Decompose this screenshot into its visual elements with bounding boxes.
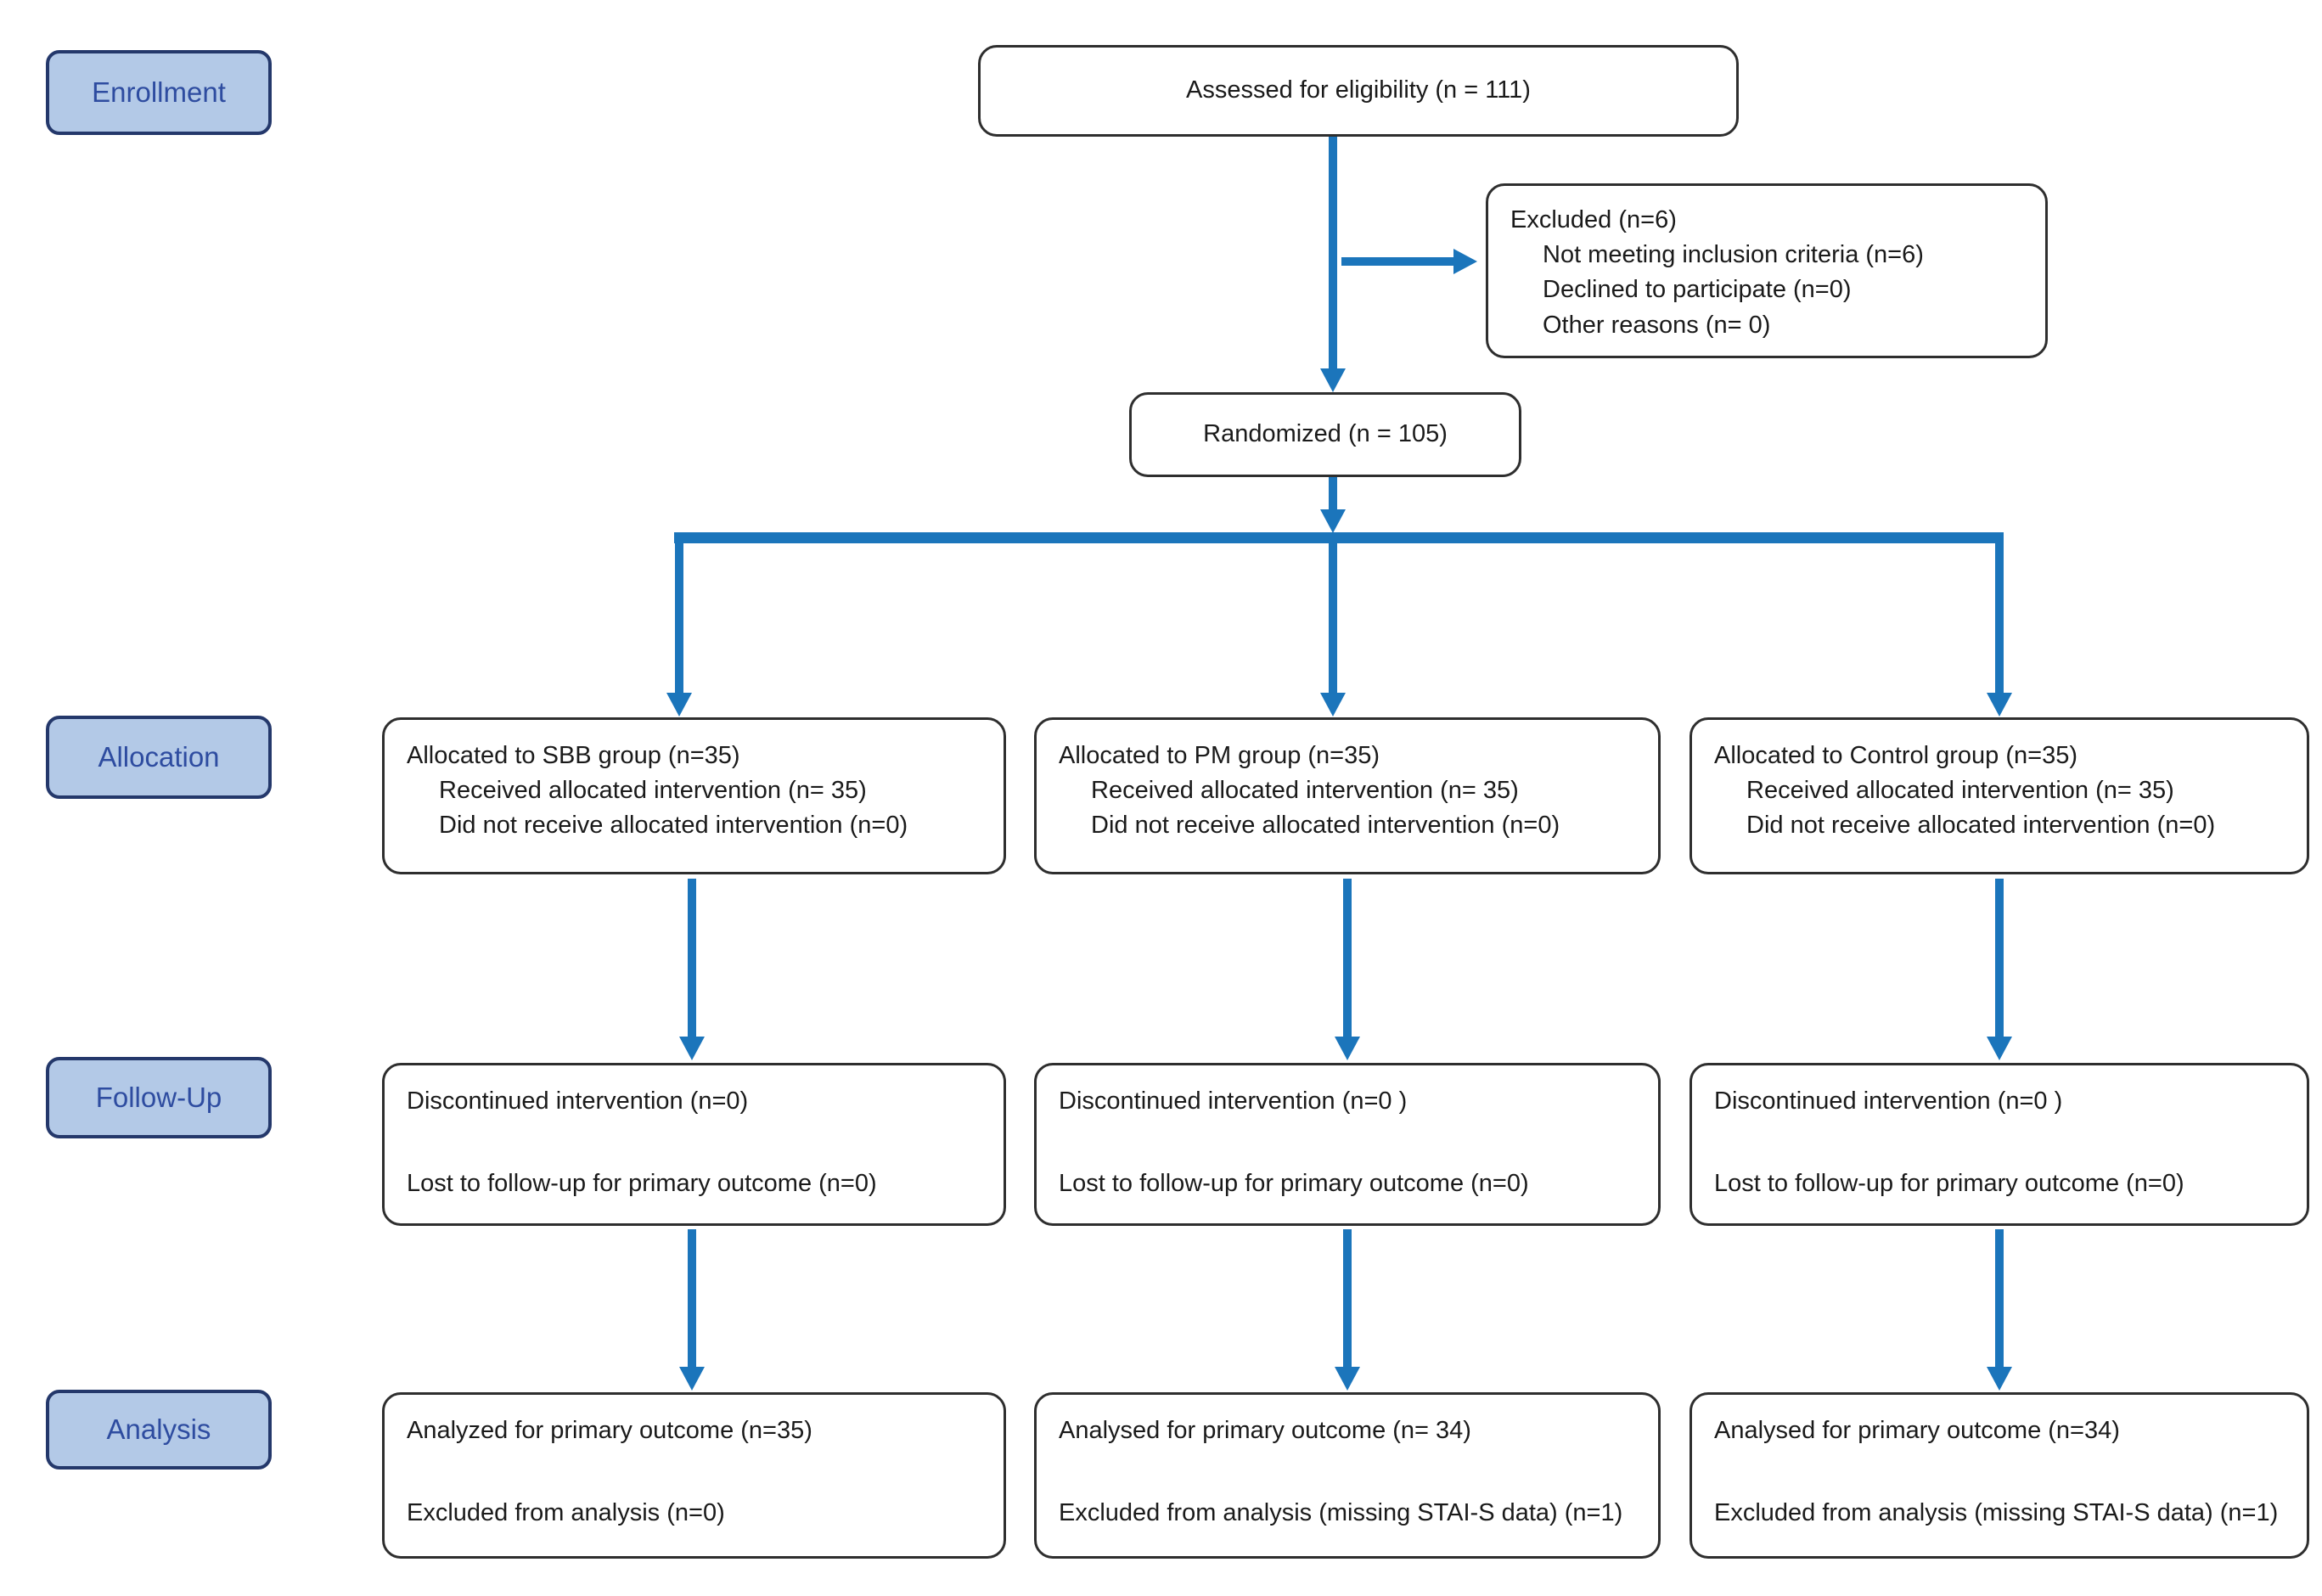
arrow-pm-to-analysis-head — [1335, 1367, 1360, 1391]
arrow-to-excluded-head — [1453, 249, 1477, 274]
arrow-bar-to-pm-head — [1320, 693, 1346, 717]
arrow-pm-to-followup-head — [1335, 1037, 1360, 1060]
excluded-item: Not meeting inclusion criteria (n=6) — [1543, 241, 1924, 269]
box-allocation-control: Allocated to Control group (n=35) Receiv… — [1689, 717, 2309, 874]
allocation-sbb-item: Did not receive allocated intervention (… — [439, 812, 908, 840]
arrow-assessed-to-randomized-line — [1329, 137, 1337, 369]
stage-label-enrollment: Enrollment — [46, 50, 272, 135]
stage-label-allocation: Allocation — [46, 716, 272, 799]
followup-sbb-line1: Discontinued intervention (n=0) — [407, 1087, 749, 1115]
arrow-randomized-to-bar-line — [1329, 477, 1337, 511]
followup-pm-line2: Lost to follow-up for primary outcome (n… — [1059, 1170, 1529, 1198]
arrow-sbb-to-analysis-head — [679, 1367, 705, 1391]
branch-bar — [674, 532, 2004, 543]
followup-control-line2: Lost to follow-up for primary outcome (n… — [1714, 1170, 2184, 1198]
box-analysis-sbb: Analyzed for primary outcome (n=35) Excl… — [382, 1392, 1006, 1559]
arrow-randomized-to-bar-head — [1320, 509, 1346, 533]
analysis-sbb-line2: Excluded from analysis (n=0) — [407, 1499, 725, 1527]
box-followup-pm: Discontinued intervention (n=0 ) Lost to… — [1034, 1063, 1661, 1226]
box-followup-sbb: Discontinued intervention (n=0) Lost to … — [382, 1063, 1006, 1226]
box-allocation-sbb: Allocated to SBB group (n=35) Received a… — [382, 717, 1006, 874]
allocation-control-item: Received allocated intervention (n= 35) — [1746, 777, 2174, 805]
arrow-control-to-followup-line — [1995, 879, 2004, 1038]
allocation-pm-item: Did not receive allocated intervention (… — [1091, 812, 1560, 840]
arrow-bar-to-control-head — [1987, 693, 2012, 717]
arrow-sbb-to-followup-line — [688, 879, 696, 1038]
box-allocation-pm: Allocated to PM group (n=35) Received al… — [1034, 717, 1661, 874]
allocation-sbb-item: Received allocated intervention (n= 35) — [439, 777, 867, 805]
arrow-control-to-analysis-line — [1995, 1229, 2004, 1368]
box-analysis-control: Analysed for primary outcome (n=34) Excl… — [1689, 1392, 2309, 1559]
box-excluded: Excluded (n=6) Not meeting inclusion cri… — [1486, 183, 2048, 358]
excluded-item: Other reasons (n= 0) — [1543, 311, 1771, 339]
arrow-to-excluded-line — [1341, 257, 1455, 266]
arrow-assessed-to-randomized-head — [1320, 368, 1346, 392]
arrow-control-to-analysis-head — [1987, 1367, 2012, 1391]
analysis-pm-line2: Excluded from analysis (missing STAI-S d… — [1059, 1499, 1623, 1527]
analysis-sbb-line1: Analyzed for primary outcome (n=35) — [407, 1417, 812, 1444]
followup-sbb-line2: Lost to follow-up for primary outcome (n… — [407, 1170, 877, 1198]
excluded-item: Declined to participate (n=0) — [1543, 276, 1852, 304]
analysis-control-line2: Excluded from analysis (missing STAI-S d… — [1714, 1499, 2279, 1527]
analysis-pm-line1: Analysed for primary outcome (n= 34) — [1059, 1417, 1471, 1444]
stage-label-analysis: Analysis — [46, 1390, 272, 1470]
analysis-control-line1: Analysed for primary outcome (n=34) — [1714, 1417, 2120, 1444]
arrow-bar-to-sbb-head — [666, 693, 692, 717]
followup-control-line1: Discontinued intervention (n=0 ) — [1714, 1087, 2063, 1115]
arrow-pm-to-analysis-line — [1343, 1229, 1352, 1368]
allocation-control-item: Did not receive allocated intervention (… — [1746, 812, 2216, 840]
allocation-control-title: Allocated to Control group (n=35) — [1714, 742, 2078, 769]
arrow-bar-to-control-line — [1995, 540, 2004, 694]
allocation-pm-item: Received allocated intervention (n= 35) — [1091, 777, 1519, 805]
box-followup-control: Discontinued intervention (n=0 ) Lost to… — [1689, 1063, 2309, 1226]
stage-label-followup: Follow-Up — [46, 1057, 272, 1138]
excluded-title: Excluded (n=6) — [1510, 206, 1677, 233]
box-analysis-pm: Analysed for primary outcome (n= 34) Exc… — [1034, 1392, 1661, 1559]
box-assessed-eligibility: Assessed for eligibility (n = 111) — [978, 45, 1739, 137]
followup-pm-line1: Discontinued intervention (n=0 ) — [1059, 1087, 1408, 1115]
box-randomized: Randomized (n = 105) — [1129, 392, 1521, 477]
arrow-bar-to-pm-line — [1329, 540, 1337, 694]
arrow-bar-to-sbb-line — [675, 540, 683, 694]
arrow-sbb-to-analysis-line — [688, 1229, 696, 1368]
arrow-sbb-to-followup-head — [679, 1037, 705, 1060]
allocation-sbb-title: Allocated to SBB group (n=35) — [407, 742, 740, 769]
arrow-control-to-followup-head — [1987, 1037, 2012, 1060]
allocation-pm-title: Allocated to PM group (n=35) — [1059, 742, 1380, 769]
arrow-pm-to-followup-line — [1343, 879, 1352, 1038]
